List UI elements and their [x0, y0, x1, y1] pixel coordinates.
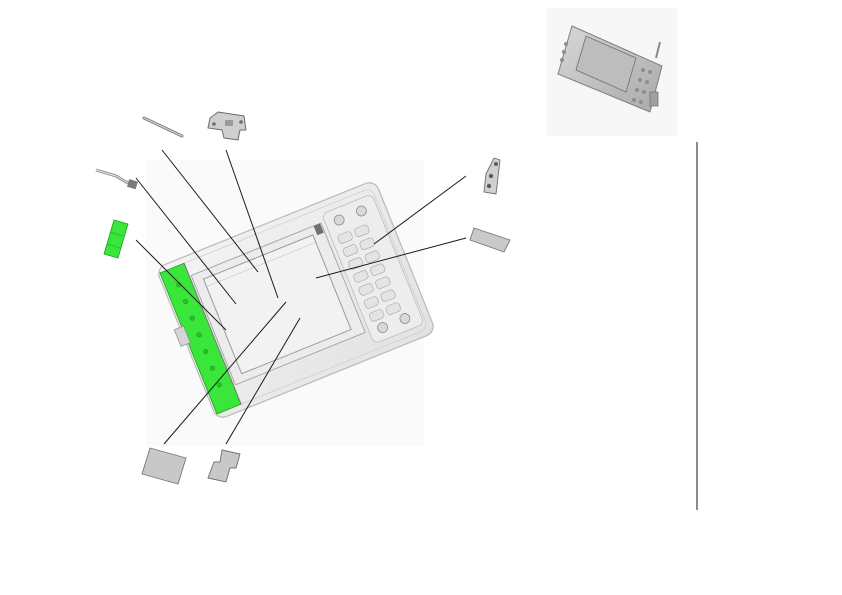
green-side-board-part — [103, 219, 129, 259]
leader-stylus — [161, 149, 259, 273]
leader-flex-cable — [135, 177, 237, 305]
reference-thumbnail — [546, 8, 678, 136]
metal-bracket-part — [207, 111, 247, 141]
key-contact-strip-part — [483, 157, 501, 195]
shield-square-part — [141, 447, 187, 485]
leader-foam-pad — [315, 237, 467, 279]
leader-bracket — [225, 149, 279, 299]
foam-pad-right-part — [469, 227, 511, 253]
folded-tape-part — [207, 449, 241, 483]
keypad — [313, 195, 423, 343]
stylus-part — [142, 116, 184, 138]
leader-green-board — [135, 239, 227, 331]
green-side-board-installed — [159, 262, 242, 415]
leader-lines — [135, 149, 467, 445]
leader-tape — [225, 317, 301, 445]
leader-shield — [163, 301, 287, 445]
leader-key-strip — [373, 175, 467, 245]
main-device-body — [158, 182, 434, 418]
flex-cable-part — [95, 168, 138, 190]
